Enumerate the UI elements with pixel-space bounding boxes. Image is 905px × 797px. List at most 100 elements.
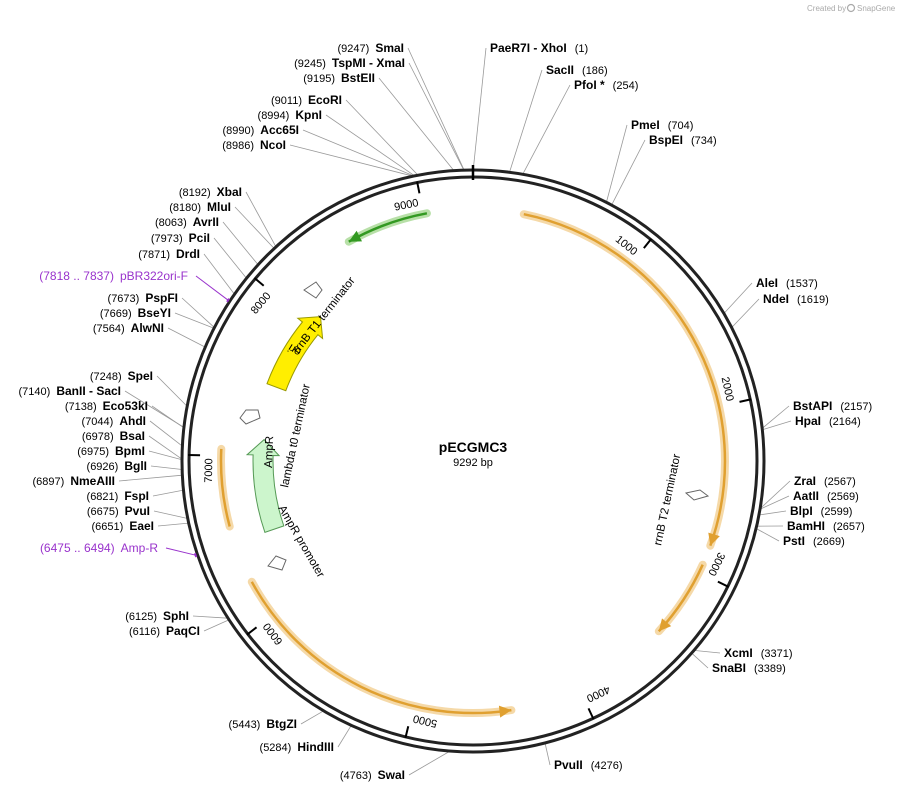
enzyme-position: (3371) — [761, 648, 793, 660]
enzyme-site-pfoi: PfoI *(254) — [574, 78, 638, 92]
enzyme-site-bsai: BsaI(6978) — [82, 429, 145, 443]
enzyme-position: (6651) — [92, 521, 124, 533]
enzyme-position: (6926) — [87, 461, 119, 473]
rrnb-t1-terminator-label: rrnB T1 terminator — [291, 275, 358, 356]
enzyme-site-ecori: EcoRI(9011) — [271, 93, 342, 107]
ori-feature — [266, 316, 324, 392]
enzyme-site-smai: SmaI(9247) — [338, 41, 404, 55]
enzyme-name: BlpI — [790, 504, 813, 518]
enzyme-site-bgli: BglI(6926) — [87, 459, 147, 473]
credit-prefix: Created by — [807, 4, 846, 13]
enzyme-position: (7973) — [151, 233, 183, 245]
enzyme-leader-line — [157, 522, 189, 527]
enzyme-position: (5284) — [260, 742, 292, 754]
enzyme-name: SpeI — [128, 369, 153, 383]
enzyme-leader-line — [522, 84, 571, 175]
enzyme-site-xcmi: XcmI(3371) — [724, 646, 792, 660]
orange-arc-3 — [250, 581, 512, 715]
enzyme-site-hindiii: HindIII(5284) — [260, 740, 334, 754]
enzyme-leader-line — [149, 420, 183, 447]
enzyme-site-spei: SpeI(7248) — [90, 369, 153, 383]
enzyme-site-kpni: KpnI(8994) — [258, 108, 322, 122]
enzyme-name: AvrII — [193, 215, 219, 229]
enzyme-position: (4763) — [340, 770, 372, 782]
enzyme-position: (704) — [668, 120, 694, 132]
rrnb-t2-terminator-icon — [684, 489, 710, 501]
enzyme-position: (9245) — [294, 58, 326, 70]
enzyme-leader-line — [407, 47, 465, 171]
enzyme-position: (8180) — [169, 202, 201, 214]
enzyme-leader-line — [337, 725, 352, 748]
enzyme-name: BpmI — [115, 444, 145, 458]
enzyme-position: (5443) — [229, 719, 261, 731]
enzyme-name: HpaI — [795, 414, 821, 428]
enzyme-leader-line — [234, 206, 275, 249]
enzyme-site-pmei: PmeI (704) — [631, 118, 693, 132]
enzyme-site-tspmi-xmai: TspMI - XmaI (9245) — [294, 56, 405, 70]
scale-tick-label: 3000 — [705, 550, 727, 577]
enzyme-site-mlui: MluI(8180) — [169, 200, 231, 214]
enzyme-leader-line — [153, 510, 188, 519]
enzyme-position: (2599) — [821, 506, 853, 518]
enzyme-leader-line — [408, 62, 465, 171]
enzyme-name: PciI — [189, 231, 210, 245]
ori-label: ori — [286, 341, 303, 358]
enzyme-leader-line — [758, 510, 787, 516]
scale-tick — [587, 707, 595, 720]
enzyme-leader-line — [731, 298, 760, 328]
enzyme-position: (8063) — [155, 217, 187, 229]
snapgene-credit: Created by SnapGene — [807, 3, 896, 13]
enzyme-name: SwaI — [378, 768, 405, 782]
enzyme-name: TspMI - XmaI — [332, 56, 405, 70]
enzyme-name: BtgZI — [266, 717, 297, 731]
enzyme-leader-line — [289, 144, 414, 177]
enzyme-position: (7871) — [138, 249, 170, 261]
feature-labels: rrnB T1 terminator lambda t0 terminator … — [263, 275, 683, 580]
enzyme-name: BanII - SacI — [56, 384, 121, 398]
enzyme-leader-line — [152, 489, 184, 497]
enzyme-leader-line — [203, 619, 230, 632]
enzyme-name: EaeI — [129, 519, 154, 533]
enzyme-leader-line — [759, 480, 791, 510]
enzyme-name: PaeR7I - XhoI — [490, 41, 567, 55]
enzyme-name: Acc65I — [260, 123, 299, 137]
enzyme-leader-line — [606, 124, 628, 203]
snapgene-logo-icon — [846, 3, 856, 13]
enzyme-site-psti: PstI(2669) — [783, 534, 845, 548]
scale-tick — [253, 277, 265, 287]
enzyme-name: BamHI — [787, 519, 825, 533]
enzyme-position: (4276) — [591, 760, 623, 772]
rrnb-t1-terminator-icon — [303, 281, 323, 299]
scale-tick — [246, 626, 258, 636]
enzyme-site-pcii: PciI (7973) — [151, 231, 210, 245]
enzyme-name: KpnI — [295, 108, 322, 122]
orange-arc-4 — [219, 448, 231, 527]
enzyme-site-bseyi: BseYI(7669) — [100, 306, 171, 320]
enzyme-site-bspei: BspEI(734) — [649, 133, 717, 147]
enzyme-position: (8192) — [179, 187, 211, 199]
rrnb-t2-terminator-label: rrnB T2 terminator — [652, 453, 683, 547]
enzyme-site-blpi: BlpI (2599) — [790, 504, 852, 518]
enzyme-leader-line — [148, 450, 183, 461]
enzyme-name: PspFI — [145, 291, 178, 305]
enzyme-leader-line — [300, 710, 324, 725]
primer-pbr322ori-f: pBR322ori-F(7818 .. 7837) — [39, 269, 230, 303]
enzyme-name: EcoRI — [308, 93, 342, 107]
plasmid-title: pECGMC3 9292 bp — [439, 439, 508, 469]
enzyme-leader-line — [118, 474, 183, 482]
enzyme-name: PmeI — [631, 118, 660, 132]
orange-arc-2-arrowhead — [658, 618, 672, 632]
enzyme-position: (3389) — [754, 663, 786, 675]
enzyme-site-acc65i: Acc65I(8990) — [223, 123, 300, 137]
enzyme-leader-line — [509, 69, 543, 173]
enzyme-site-bstapi: BstAPI(2157) — [793, 399, 872, 413]
enzyme-leader-line — [167, 327, 206, 348]
primer-binding-mark — [226, 298, 230, 303]
primer-binding-mark — [193, 552, 198, 558]
enzyme-leader-line — [759, 495, 790, 510]
enzyme-site-sacii: SacII(186) — [546, 63, 608, 77]
enzyme-position: (2157) — [840, 401, 872, 413]
enzyme-position: (2657) — [833, 521, 865, 533]
enzyme-name: NmeAIII — [70, 474, 115, 488]
